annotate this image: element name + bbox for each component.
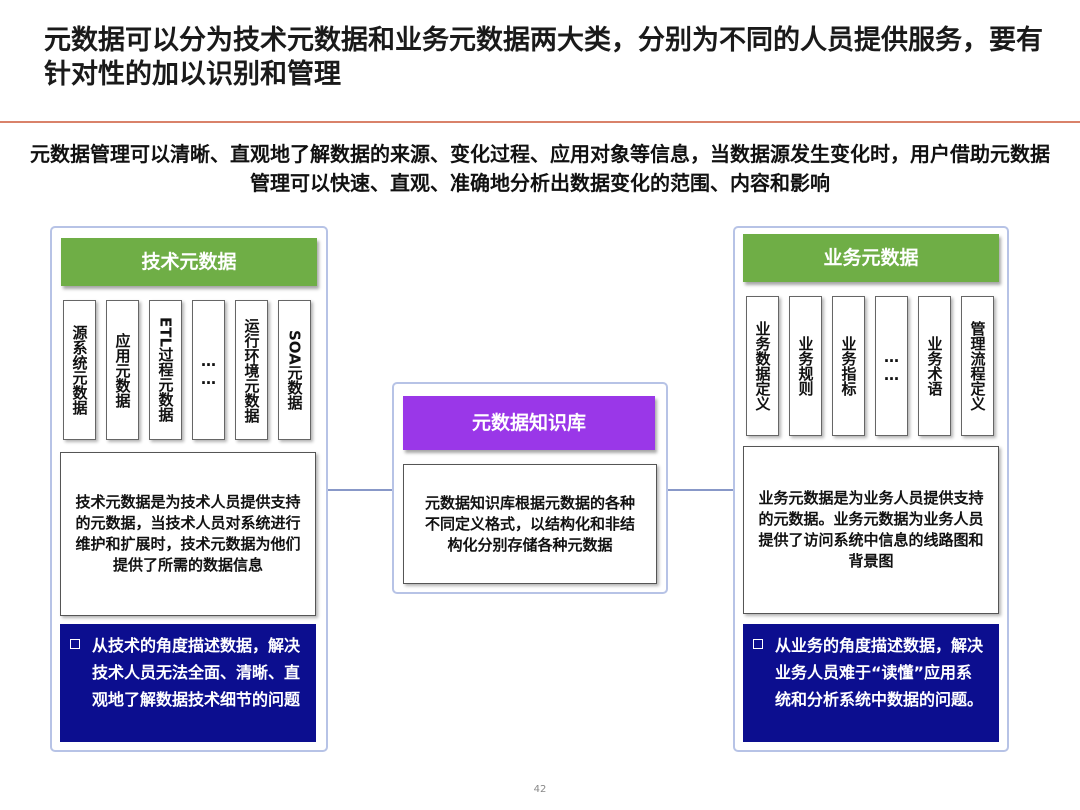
technical-metadata-purpose: 从技术的角度描述数据，解决技术人员无法全面、清晰、直观地了解数据技术细节的问题 [60,624,316,742]
card-soa-metadata: SOA元数据 [278,300,311,440]
knowledge-base-description: 元数据知识库根据元数据的各种不同定义格式，以结构化和非结构化分别存储各种元数据 [403,464,657,584]
card-management-process-definition: 管理流程定义 [961,296,994,436]
card-business-indicators: 业务指标 [832,296,865,436]
technical-metadata-description: 技术元数据是为技术人员提供支持的元数据，当技术人员对系统进行维护和扩展时，技术元… [60,452,316,616]
business-metadata-header: 业务元数据 [743,234,999,282]
card-runtime-environment-metadata: 运行环境元数据 [235,300,268,440]
page-number: 42 [533,784,547,795]
business-metadata-purpose: 从业务的角度描述数据，解决业务人员难于“读懂”应用系统和分析系统中数据的问题。 [743,624,999,742]
card-business-data-definition: 业务数据定义 [746,296,779,436]
card-business-terms: 业务术语 [918,296,951,436]
card-ellipsis: …… [875,296,908,436]
business-metadata-panel: 业务元数据 业务数据定义 业务规则 业务指标 …… 业务术语 管理流程定义 业务… [733,226,1009,752]
slide-title: 元数据可以分为技术元数据和业务元数据两大类，分别为不同的人员提供服务，要有针对性… [44,25,1043,90]
connector-right [665,489,733,491]
card-application-metadata: 应用元数据 [106,300,139,440]
connector-left [326,489,394,491]
card-etl-process-metadata: ETL过程元数据 [149,300,182,440]
technical-metadata-header: 技术元数据 [61,238,317,286]
title-divider [0,121,1080,123]
checkbox-bullet-icon [70,639,80,649]
slide-subtitle: 元数据管理可以清晰、直观地了解数据的来源、变化过程、应用对象等信息，当数据源发生… [30,142,1050,195]
checkbox-bullet-icon [753,639,763,649]
technical-metadata-panel: 技术元数据 源系统元数据 应用元数据 ETL过程元数据 …… 运行环境元数据 S… [50,226,328,752]
card-source-system-metadata: 源系统元数据 [63,300,96,440]
card-ellipsis: …… [192,300,225,440]
card-business-rules: 业务规则 [789,296,822,436]
knowledge-base-header: 元数据知识库 [403,396,655,450]
business-metadata-description: 业务元数据是为业务人员提供支持的元数据。业务元数据为业务人员提供了访问系统中信息… [743,446,999,614]
knowledge-base-panel: 元数据知识库 元数据知识库根据元数据的各种不同定义格式，以结构化和非结构化分别存… [392,382,668,594]
